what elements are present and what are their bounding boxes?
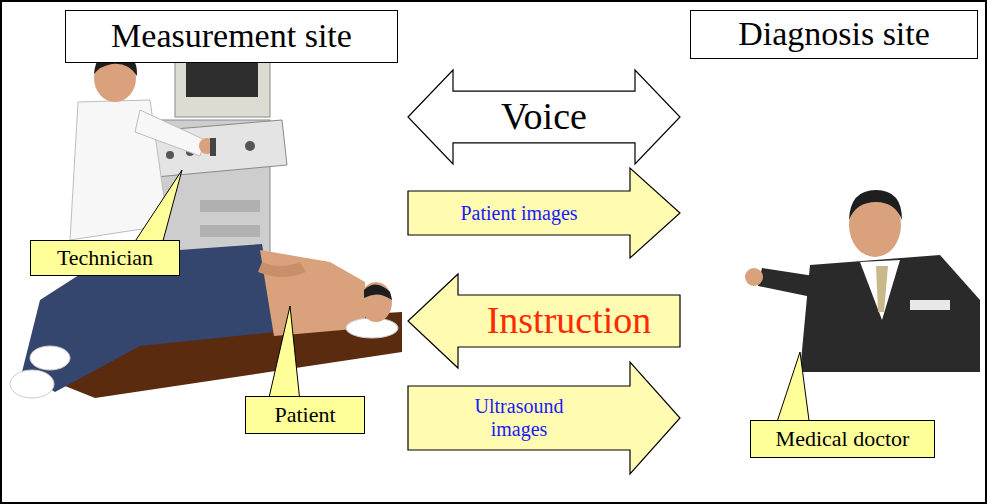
site-box: Diagnosis site (690, 10, 978, 59)
knob (245, 141, 255, 151)
callout-box: Patient (245, 396, 365, 434)
block-arrow (408, 362, 680, 474)
patient-hair (364, 284, 392, 300)
site-box: Measurement site (65, 10, 398, 63)
knob (166, 151, 174, 159)
callout-tail (268, 306, 300, 402)
arrow-label: Ultrasound images (459, 395, 579, 441)
block-arrow (408, 70, 680, 164)
callout-tail (775, 352, 810, 428)
callout-box: Technician (30, 240, 180, 276)
doctor-badge (910, 300, 950, 310)
patient-arm (258, 262, 306, 277)
patient-sock (30, 346, 70, 370)
node-text: Measurement site (78, 16, 385, 57)
node-text: Technician (41, 245, 169, 271)
node-text: Diagnosis site (703, 14, 965, 55)
patient-head (360, 282, 392, 322)
doctor-arm (758, 268, 840, 302)
arrow-label: Instruction (487, 299, 652, 343)
doctor-hair (849, 190, 902, 220)
patient-jeans (22, 244, 276, 392)
node-text: Patient (256, 402, 354, 428)
ultrasound-probe (210, 138, 216, 156)
patient-sock (10, 370, 54, 398)
doctor-suit (800, 255, 980, 372)
machine-slot (200, 200, 260, 212)
doctor-shirt (860, 260, 900, 320)
machine-slot (200, 225, 260, 237)
block-arrow (408, 274, 680, 368)
arrow-label: Voice (501, 95, 587, 139)
doctor-hand (745, 268, 763, 286)
block-arrow (408, 168, 680, 258)
callout-box: Medical doctor (750, 420, 935, 458)
node-text: Medical doctor (761, 426, 924, 452)
arrow-label: Patient images (460, 202, 577, 225)
technician-arm (135, 110, 205, 156)
doctor-tie (876, 266, 888, 312)
